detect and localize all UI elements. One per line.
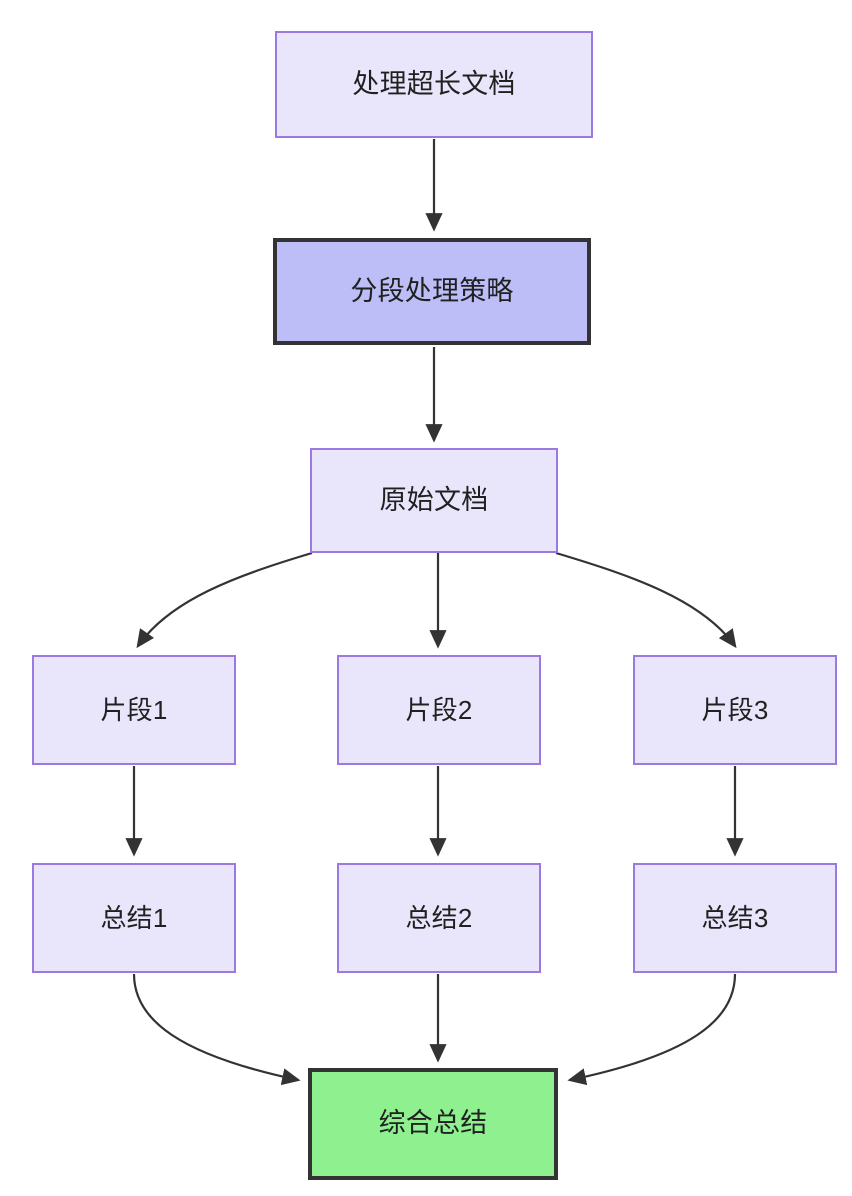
node-label: 分段处理策略: [350, 275, 514, 306]
node-label: 原始文档: [379, 484, 489, 515]
node-summary-1[interactable]: 总结1: [32, 863, 236, 973]
node-summary-3[interactable]: 总结3: [633, 863, 837, 973]
node-chunk-1[interactable]: 片段1: [32, 655, 236, 765]
node-final-summary[interactable]: 综合总结: [308, 1068, 558, 1180]
edge-summary3-to-final: [567, 973, 737, 1086]
node-label: 综合总结: [378, 1108, 488, 1139]
edge-source-doc-to-chunk3: [555, 551, 737, 649]
node-chunking-strategy[interactable]: 分段处理策略: [273, 238, 591, 345]
node-label: 片段1: [100, 694, 168, 725]
node-label: 总结1: [100, 902, 168, 933]
node-summary-2[interactable]: 总结2: [337, 863, 541, 973]
node-label: 处理超长文档: [352, 68, 516, 99]
node-label: 片段2: [405, 694, 473, 725]
node-label: 片段3: [701, 694, 769, 725]
node-label: 总结2: [405, 902, 473, 933]
node-source-document[interactable]: 原始文档: [310, 448, 558, 553]
edge-summary1-to-final: [132, 973, 301, 1086]
node-chunk-2[interactable]: 片段2: [337, 655, 541, 765]
node-chunk-3[interactable]: 片段3: [633, 655, 837, 765]
node-process-long-document[interactable]: 处理超长文档: [275, 31, 593, 138]
edge-source-doc-to-chunk1: [136, 551, 313, 649]
node-label: 总结3: [701, 902, 769, 933]
